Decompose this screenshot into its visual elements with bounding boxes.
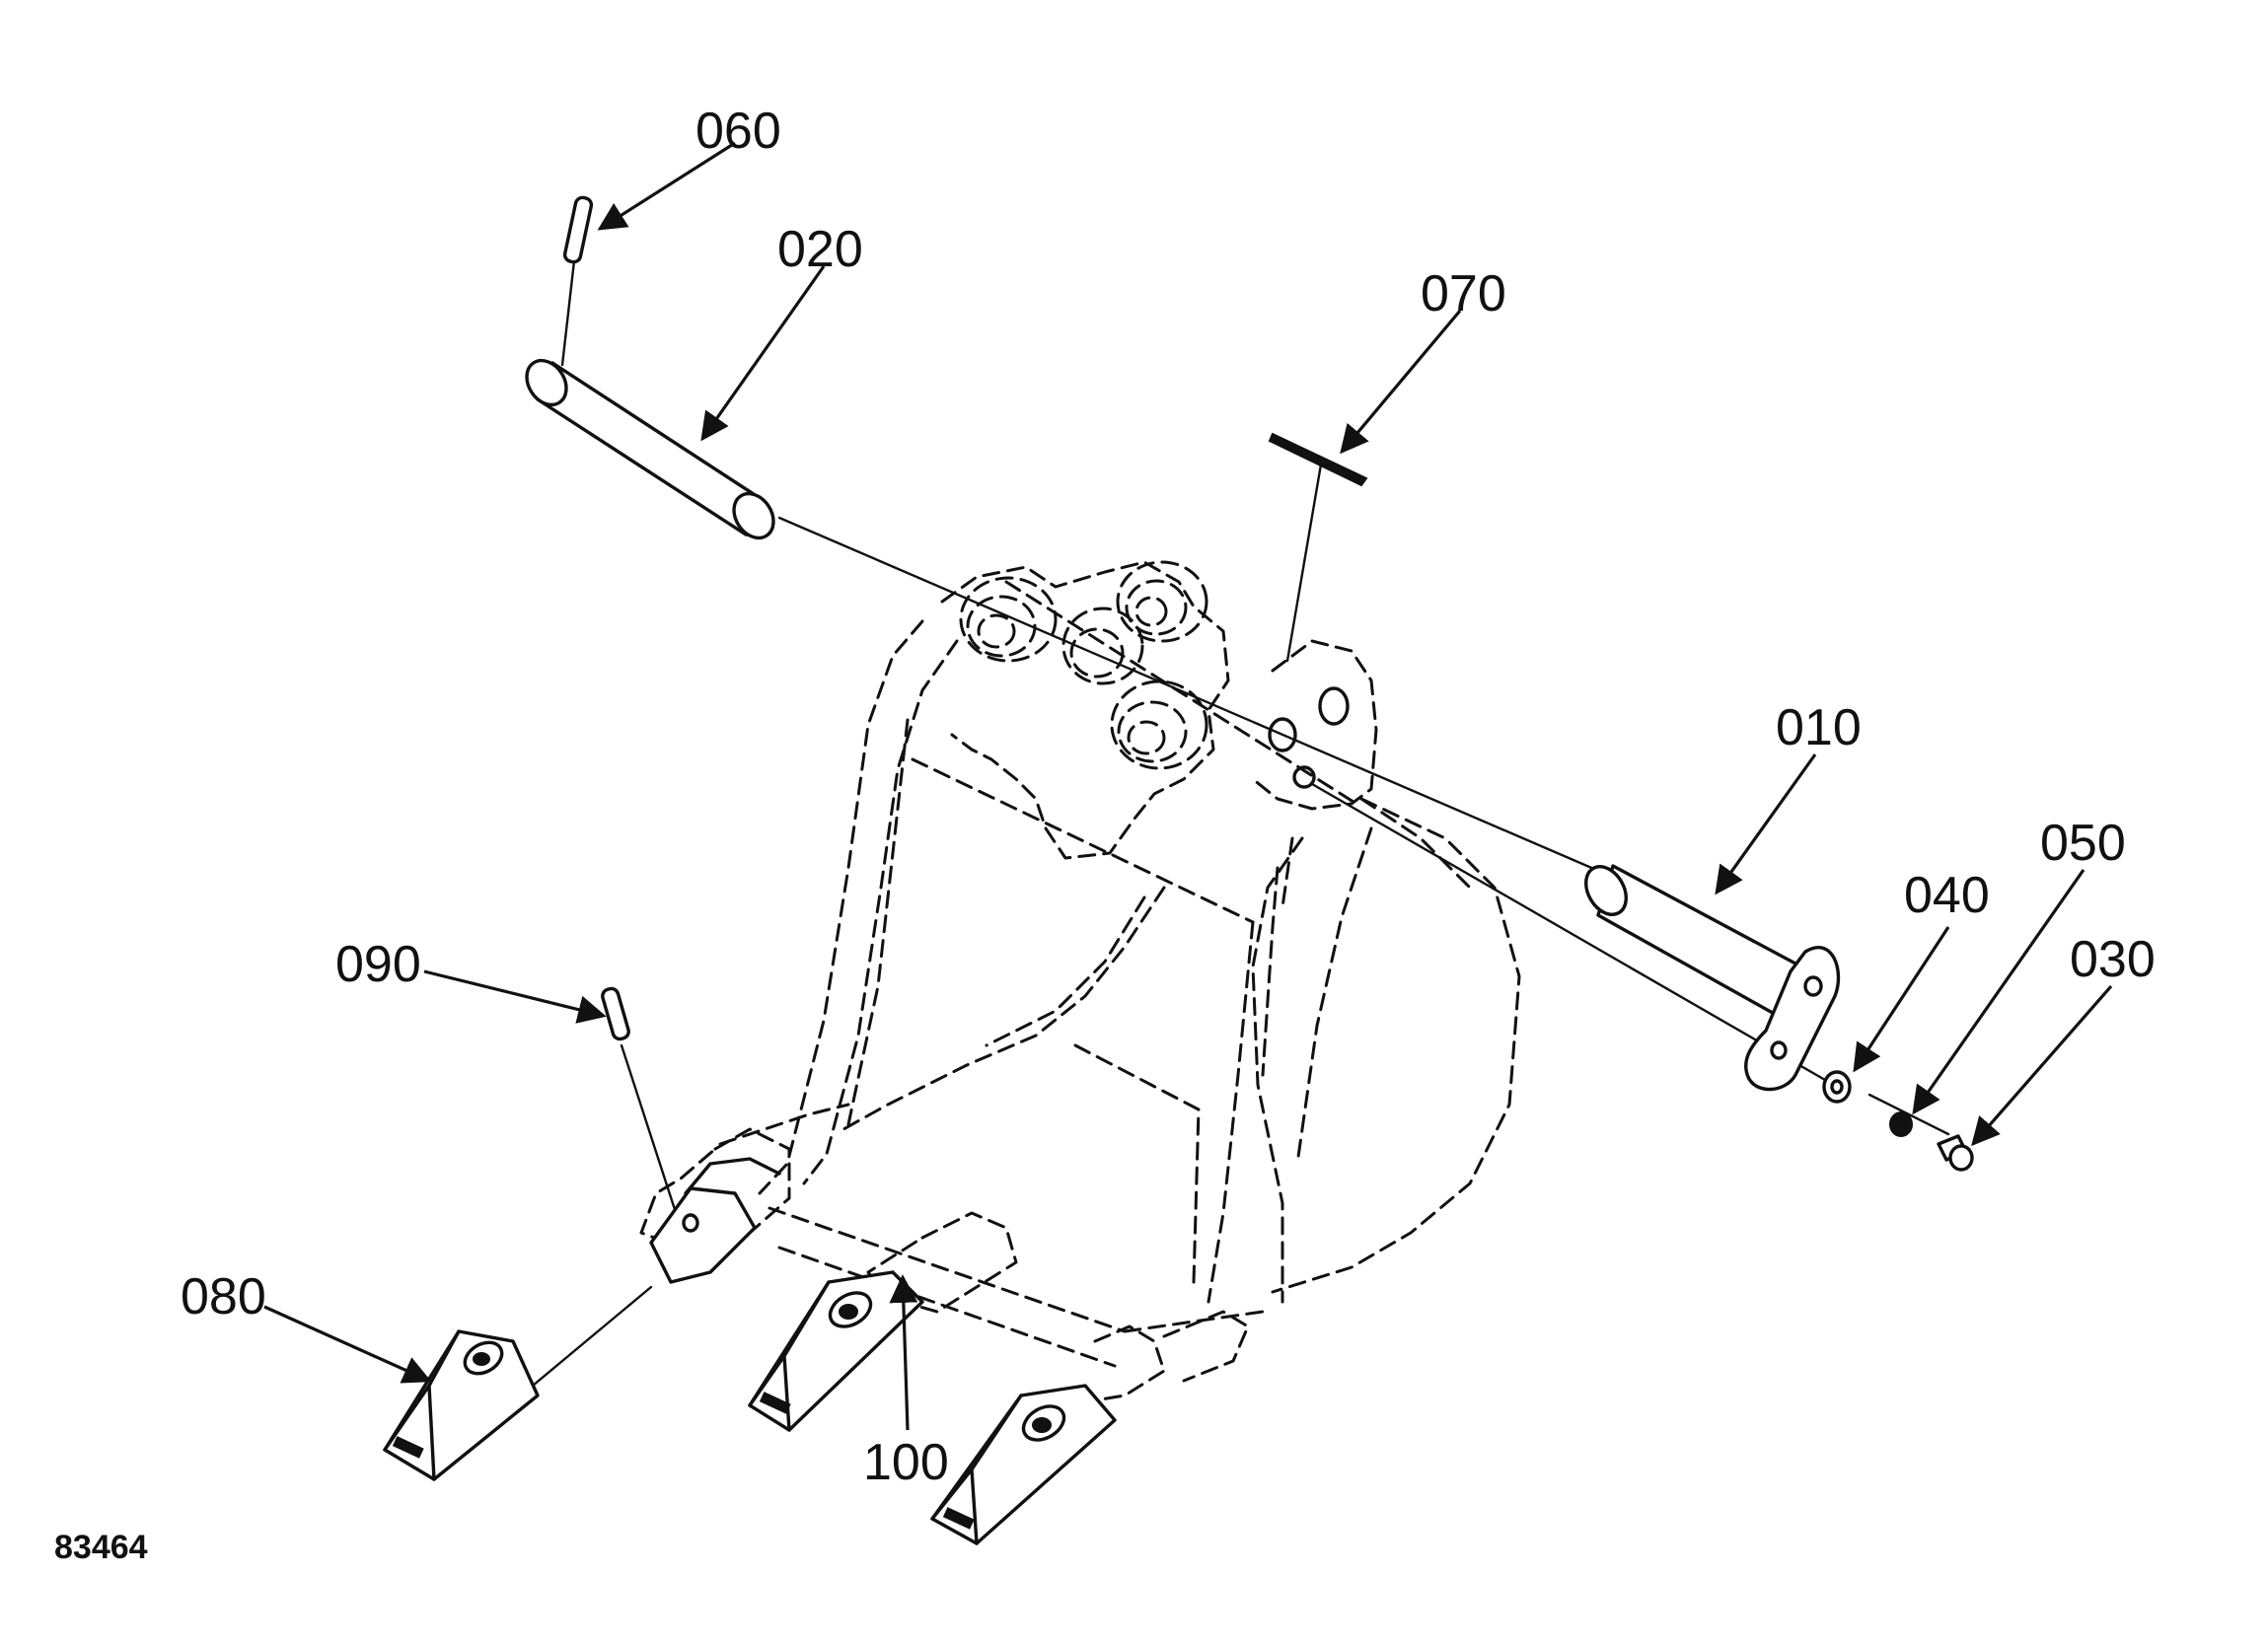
washer-040: [1822, 1070, 1852, 1104]
callout-010: 010: [1776, 699, 1862, 756]
lock-washer-050: [1889, 1111, 1913, 1137]
tooth-080-right: [930, 1384, 1117, 1545]
callout-090: 090: [335, 936, 421, 993]
leader-040: [1853, 926, 1950, 1073]
pin-boss-upper-right: [1116, 560, 1208, 643]
callout-020: 020: [777, 221, 863, 278]
callout-060: 060: [695, 103, 781, 160]
pin-090: [601, 986, 630, 1041]
bucket-body: [758, 580, 1521, 1368]
leader-060: [597, 141, 736, 231]
pin-axis-lines: [531, 207, 1950, 1388]
leader-070: [1340, 309, 1462, 455]
leader-050: [1912, 869, 2085, 1115]
leader-030: [1971, 984, 2113, 1147]
pin-020: [525, 358, 775, 540]
leader-020: [700, 265, 826, 442]
callout-070: 070: [1421, 265, 1506, 322]
pin-boss-middle: [1061, 607, 1144, 685]
leader-080: [263, 1305, 432, 1384]
leader-lines: [263, 141, 2113, 1431]
leader-010: [1715, 753, 1817, 895]
roll-pin-060: [562, 195, 594, 264]
callout-labels: 060 020 070 010 050 040 030 090 080 100: [181, 103, 2156, 1491]
tooth-080-left: [383, 1329, 540, 1481]
pin-boss-upper-left: [959, 576, 1058, 663]
adapter-left: [649, 1157, 781, 1284]
leader-090: [423, 969, 607, 1024]
mounting-bracket: [940, 560, 1378, 860]
pin-010: [1584, 864, 1841, 1092]
callout-040: 040: [1904, 867, 1990, 924]
tooth-080-center: [748, 1270, 924, 1432]
callout-030: 030: [2070, 931, 2156, 988]
callout-080: 080: [181, 1268, 266, 1325]
drawing-reference-number: 83464: [54, 1529, 148, 1566]
shim-070: [1268, 432, 1368, 663]
callout-100: 100: [863, 1434, 949, 1491]
callout-050: 050: [2040, 815, 2126, 872]
leader-100: [889, 1274, 918, 1431]
bolt-030: [1937, 1134, 1974, 1172]
